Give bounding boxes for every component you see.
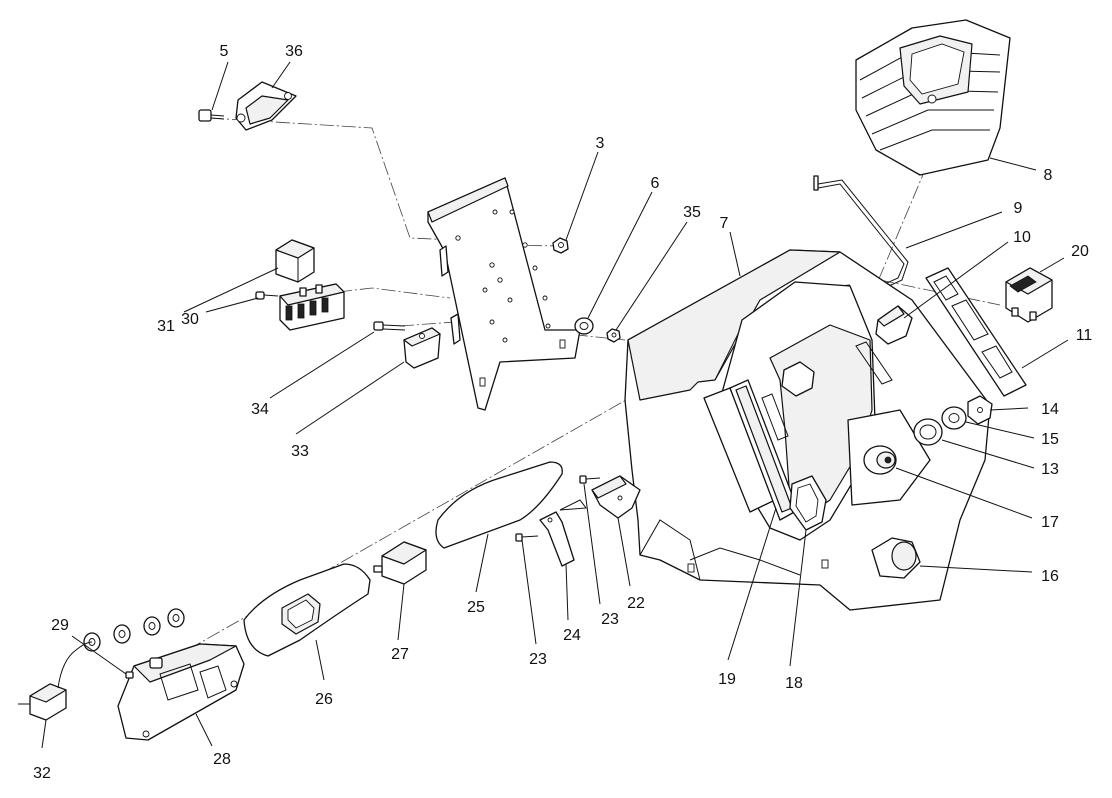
- callout-15: 15: [1041, 431, 1059, 448]
- nut-part-3: [552, 237, 569, 254]
- callout-35: 35: [683, 204, 701, 221]
- callout-9: 9: [1014, 200, 1023, 217]
- module-part-36: [235, 81, 297, 131]
- terminal-block: [279, 283, 345, 331]
- bezel-part-11: [925, 267, 1027, 397]
- callout-11: 11: [1076, 327, 1093, 344]
- callout-24: 24: [563, 627, 581, 644]
- mounting-plate: [427, 177, 581, 411]
- switch-part-20: [1005, 267, 1053, 323]
- leader-lines: [41, 61, 1069, 749]
- bracket-part-24: [539, 499, 587, 567]
- callout-7: 7: [720, 215, 729, 232]
- callout-19: 19: [718, 671, 736, 688]
- nut-part-35: [606, 328, 621, 343]
- callout-17: 17: [1041, 514, 1059, 531]
- housing-part-28: [117, 643, 245, 741]
- callout-13: 13: [1041, 461, 1059, 478]
- connector-part-32: [18, 641, 93, 721]
- callout-20: 20: [1071, 243, 1089, 260]
- lamps-part-29: [83, 608, 185, 679]
- connector-part-27: [373, 541, 427, 585]
- screw-part-23-lower: [515, 533, 539, 542]
- callout-28: 28: [213, 751, 231, 768]
- washer-part-6: [574, 317, 594, 335]
- nut-part-15: [941, 406, 967, 430]
- bracket-part-33: [403, 327, 441, 369]
- callout-29: 29: [51, 617, 69, 634]
- knob-part-10: [875, 305, 913, 345]
- screw-part-23-upper: [579, 475, 601, 484]
- callout-36: 36: [285, 43, 303, 60]
- screw-part-30: [255, 291, 279, 300]
- trim-part-19: [729, 379, 799, 521]
- callout-23-upper: 23: [601, 611, 619, 628]
- callout-23-lower: 23: [529, 651, 547, 668]
- callout-33: 33: [291, 443, 309, 460]
- panel-part-18: [789, 475, 827, 531]
- callout-31: 31: [157, 318, 175, 335]
- callout-18: 18: [785, 675, 803, 692]
- switch-part-14: [967, 395, 993, 425]
- bolt-part-34: [373, 321, 406, 331]
- gauge-part-13: [913, 418, 943, 446]
- rod-part-9: [813, 175, 909, 291]
- screw-part-5: [198, 109, 225, 122]
- callout-6: 6: [651, 175, 660, 192]
- callout-26: 26: [315, 691, 333, 708]
- boot-part-8: [855, 19, 1011, 176]
- bracket-part-22: [591, 475, 641, 519]
- callout-14: 14: [1041, 401, 1059, 418]
- callout-27: 27: [391, 646, 409, 663]
- callout-30: 30: [181, 311, 199, 328]
- callout-25: 25: [467, 599, 485, 616]
- callout-34: 34: [251, 401, 269, 418]
- meter-part-16: [871, 537, 921, 579]
- callout-8: 8: [1044, 167, 1053, 184]
- callout-labels: 5 36 3 6 35 7 8 9 10 20 11 14 15 13 17 1…: [33, 43, 1092, 782]
- key-switch-part-17: [863, 445, 897, 475]
- console-housing-part-7: [624, 249, 991, 611]
- cover-part-25: [435, 461, 563, 549]
- callout-10: 10: [1013, 229, 1031, 246]
- callout-5: 5: [220, 43, 229, 60]
- relay-part-31: [275, 239, 315, 283]
- callout-22: 22: [627, 595, 645, 612]
- callout-3: 3: [596, 135, 605, 152]
- callout-16: 16: [1041, 568, 1059, 585]
- cover-part-26: [243, 563, 371, 657]
- callout-32: 32: [33, 765, 51, 782]
